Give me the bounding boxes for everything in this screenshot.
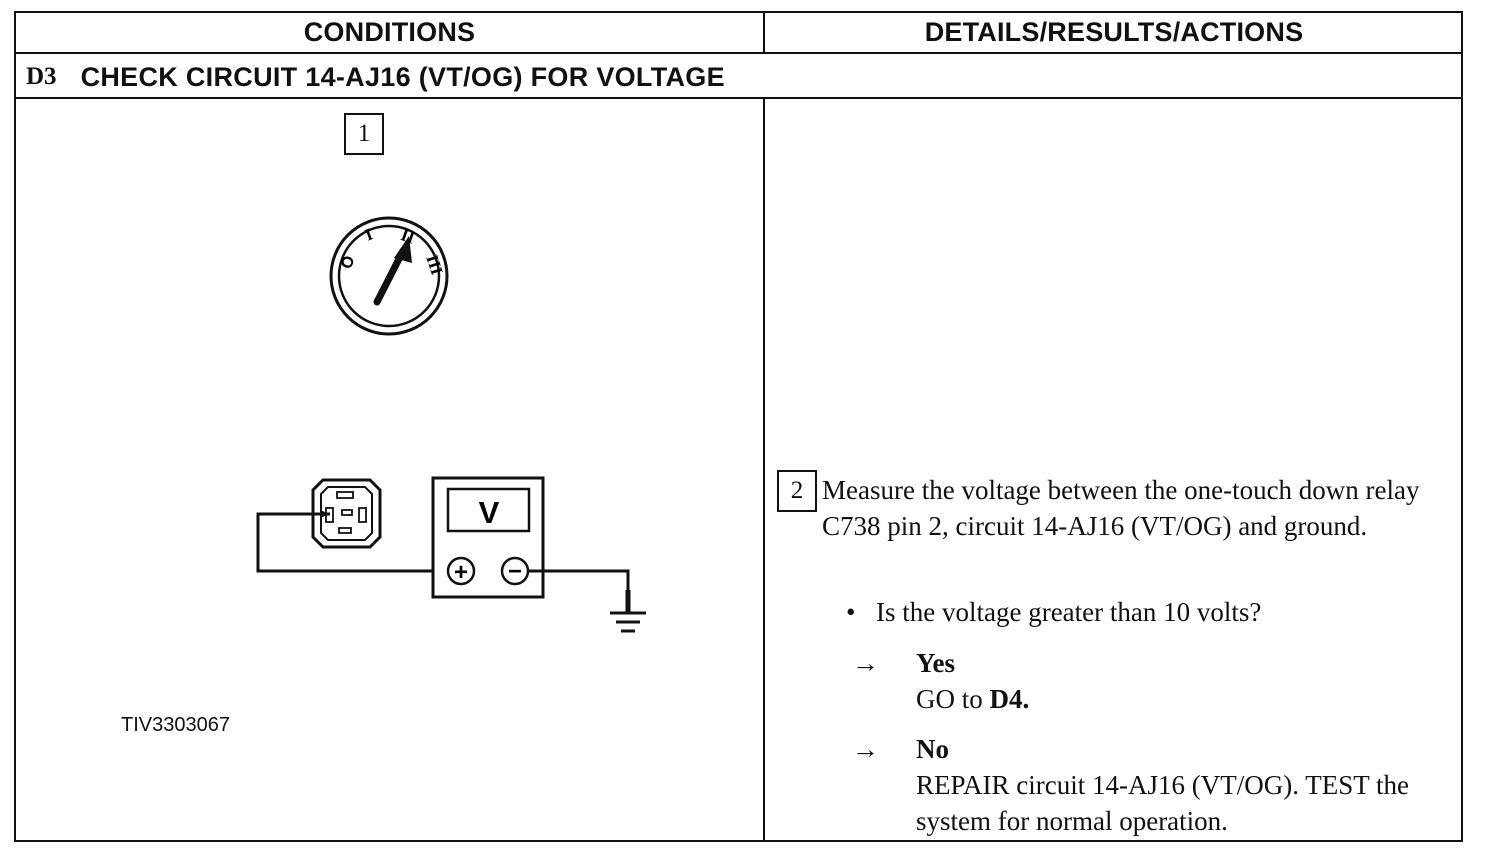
action-question: • Is the voltage greater than 10 volts? [846,594,1261,630]
ignition-switch-icon: O I II III [329,216,449,336]
meter-plus-terminal [446,556,476,586]
condition-number-1: 1 [344,113,384,155]
meter-minus-label: − [508,558,522,585]
answer-no-text: REPAIR circuit 14-AJ16 (VT/OG). TEST the… [916,770,1409,836]
arrow-right-icon: → [852,734,879,764]
bullet-icon: • [846,597,856,627]
header-divider [16,52,1461,54]
voltmeter-icon: V + − [431,476,545,599]
action-instruction: Measure the voltage between the one-touc… [822,475,1420,541]
question-text: Is the voltage greater than 10 volts? [876,597,1262,627]
ground-symbol-icon [528,569,646,633]
answer-yes-label: Yes [916,648,955,678]
ignition-pos-0: O [338,254,358,272]
procedure-table: CONDITIONS DETAILS/RESULTS/ACTIONS D3 CH… [14,11,1463,842]
header-column-divider [763,13,765,52]
probe-wire [256,510,448,573]
body-column-divider [763,99,765,842]
conditions-header: CONDITIONS [303,17,476,47]
meter-label: V [479,495,500,530]
next-step-link[interactable]: D4. [989,684,1030,714]
step-heading: D3 CHECK CIRCUIT 14-AJ16 (VT/OG) FOR VOL… [26,57,725,97]
step-title: CHECK CIRCUIT 14-AJ16 (VT/OG) FOR VOLTAG… [80,61,725,92]
step-id: D3 [26,63,57,90]
step-divider [16,97,1461,99]
relay-connector-icon [311,478,382,549]
details-header: DETAILS/RESULTS/ACTIONS [924,17,1304,47]
meter-plus-label: + [454,559,468,586]
answer-yes-text: GO to D4. [916,684,1030,714]
figure-id: TIV3303067 [121,714,230,736]
condition-number-2: 2 [777,470,817,512]
answer-no-label: No [916,734,949,764]
arrow-right-icon: → [852,648,879,678]
